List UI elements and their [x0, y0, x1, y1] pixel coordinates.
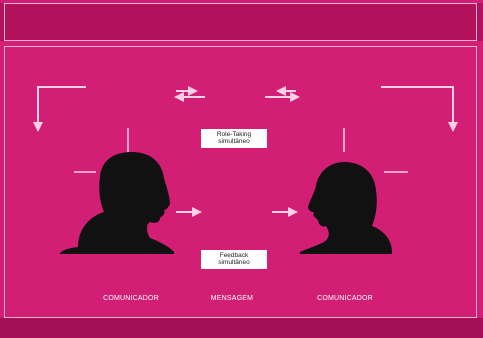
context-band: [0, 3, 483, 41]
right-head-silhouette: [300, 162, 392, 254]
feedback-label: Feedback simultâneo: [201, 250, 267, 269]
main-frame: [4, 46, 477, 318]
right-loop-arrow: [381, 86, 458, 132]
left-loop-arrow: [33, 86, 86, 132]
bottom-band: [0, 318, 483, 338]
message-label: MENSAGEM: [210, 295, 254, 302]
communicator-right-label: COMUNICADOR: [317, 295, 373, 302]
context-frame: [4, 3, 477, 41]
communicator-left-label: COMUNICADOR: [103, 295, 159, 302]
left-head-silhouette: [60, 152, 174, 254]
turn-taking-label: Role-Taking simultâneo: [201, 129, 267, 148]
